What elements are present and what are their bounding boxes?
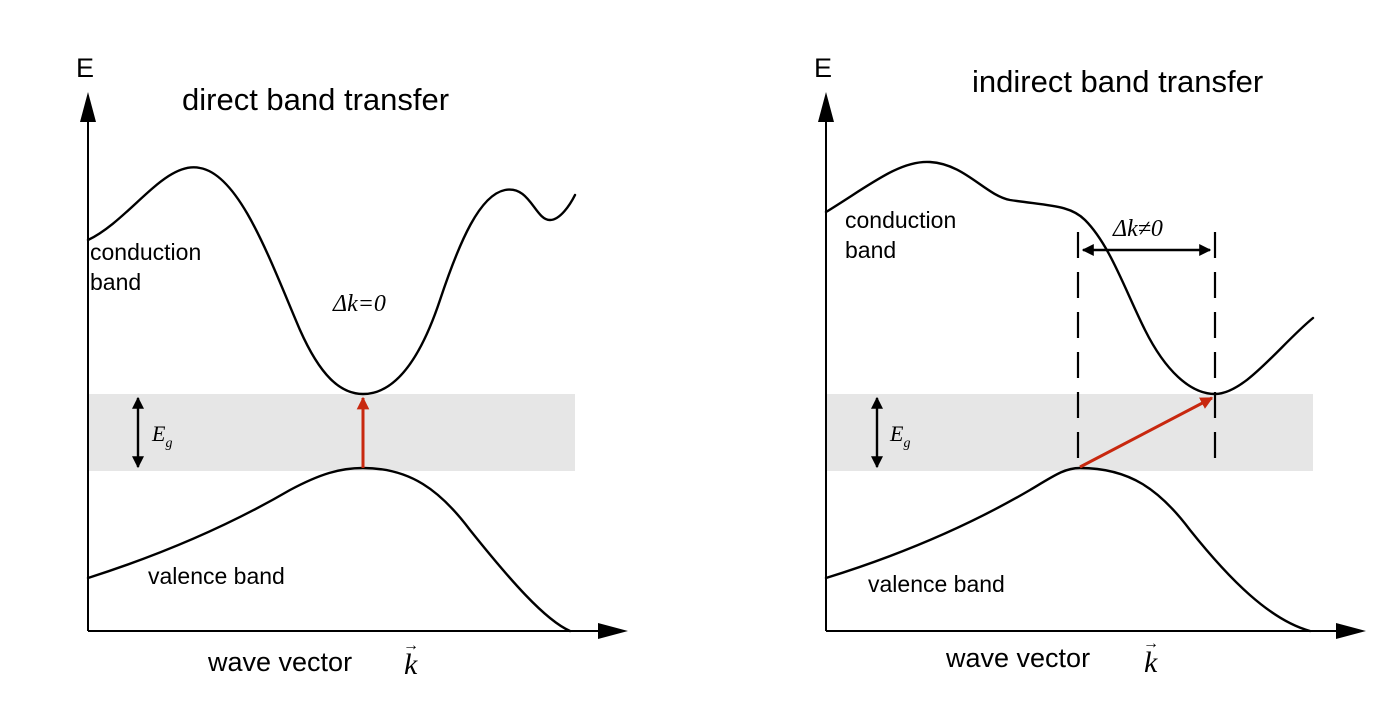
wave-vector-symbol: k (404, 648, 418, 681)
conduction-band-curve (86, 166, 577, 396)
conduction-band-label: conduction band (90, 239, 208, 295)
indirect-transition-arrow (1079, 396, 1214, 469)
band-gap-label: Eg (151, 421, 172, 451)
band-gap-region (826, 394, 1313, 471)
wave-vector-symbol: k (1144, 646, 1158, 679)
valence-band-label: valence band (148, 563, 285, 589)
band-gap-label: Eg (889, 421, 910, 451)
direct-band-panel: E direct band transfer conduction band v… (76, 53, 628, 681)
panel-title: indirect band transfer (972, 64, 1263, 99)
energy-axis-arrowhead (80, 92, 96, 122)
conduction-band-curve (824, 160, 1315, 396)
vector-arrow-icon: → (1143, 635, 1159, 652)
panel-title: direct band transfer (182, 82, 449, 117)
wave-vector-axis-arrowhead (598, 623, 628, 639)
energy-axis-label: E (814, 53, 832, 83)
indirect-band-panel: E indirect band transfer conduction band… (814, 53, 1366, 679)
delta-k-label: Δk≠0 (1112, 216, 1163, 242)
energy-axis-arrowhead (818, 92, 834, 122)
vector-arrow-icon: → (403, 637, 419, 654)
wave-vector-axis-arrowhead (1336, 623, 1366, 639)
valence-band-curve (824, 466, 1312, 633)
energy-axis-label: E (76, 53, 94, 83)
valence-band-curve (86, 466, 572, 633)
valence-band-label: valence band (868, 571, 1005, 597)
delta-k-label: Δk=0 (332, 291, 386, 317)
wave-vector-label: wave vector (207, 647, 352, 677)
conduction-band-label: conduction band (845, 207, 963, 263)
band-gap-region (88, 394, 575, 471)
wave-vector-label: wave vector (945, 643, 1090, 673)
